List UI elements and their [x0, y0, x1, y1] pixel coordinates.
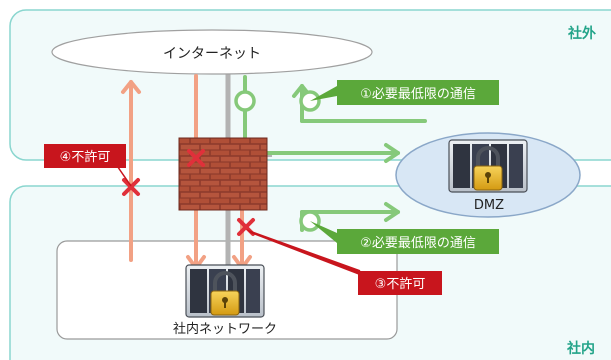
arrowhead-right-2 — [384, 202, 400, 222]
callout-4: ④不許可 — [44, 144, 126, 168]
callout-3: ③不許可 — [358, 271, 442, 295]
lan-label: 社内ネットワーク — [173, 321, 277, 337]
callout-1-pointer — [310, 86, 337, 101]
firewall-brick-wall — [178, 137, 268, 211]
callout-2-pointer — [310, 221, 337, 243]
arrowhead-up-left — [121, 80, 141, 94]
callout-4-text: ④不許可 — [60, 150, 111, 165]
arrowhead-right-1 — [384, 143, 400, 163]
callout-2: ②必要最低限の通信 — [337, 229, 499, 254]
callout-1-text: ①必要最低限の通信 — [360, 87, 476, 102]
outside-zone-label: 社外 — [567, 25, 596, 42]
allowed-marker-1 — [234, 90, 256, 112]
callout-2-text: ②必要最低限の通信 — [360, 236, 476, 251]
callout-1: ①必要最低限の通信 — [337, 80, 499, 105]
inside-zone-label: 社内 — [566, 340, 595, 357]
internet-cloud — [51, 29, 373, 75]
callout-3-pointer — [246, 229, 362, 276]
callout-3-text: ③不許可 — [375, 277, 426, 292]
dmz-server-icon — [448, 139, 528, 193]
lan-server-icon — [185, 264, 265, 318]
denied-cross-firewall — [187, 149, 205, 167]
denied-cross-4 — [122, 178, 140, 196]
internet-label: インターネット — [163, 46, 261, 62]
dmz-label: DMZ — [474, 198, 504, 213]
allowed-paths — [243, 75, 427, 232]
